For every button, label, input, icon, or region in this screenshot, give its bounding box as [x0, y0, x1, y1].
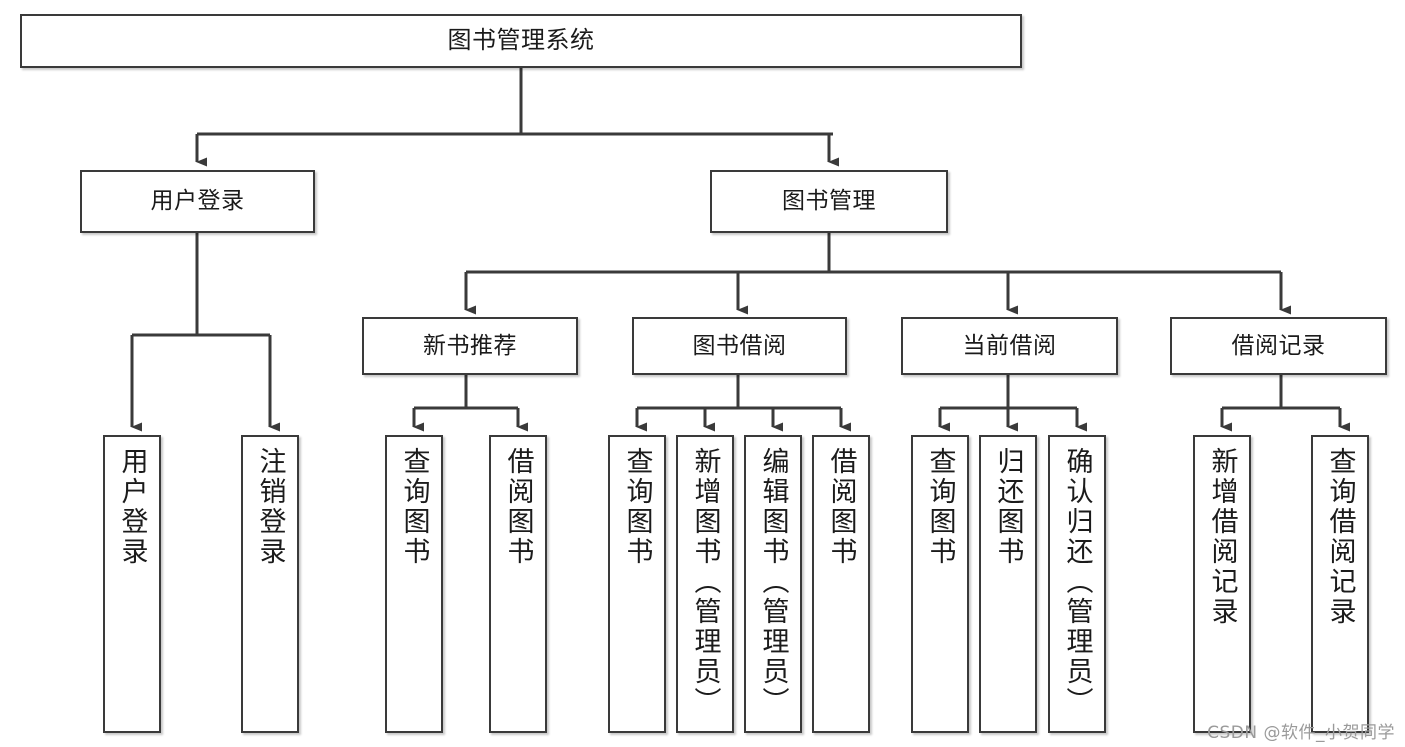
leaf-book-borrow-query-book[interactable]: 查询图书	[608, 435, 666, 733]
node-label: 当前借阅	[962, 332, 1057, 359]
node-label: 用户登录	[116, 447, 148, 567]
leaf-user-login-login[interactable]: 用户登录	[103, 435, 161, 733]
node-book-management[interactable]: 图书管理	[710, 170, 948, 233]
node-label: 借阅图书	[502, 447, 534, 567]
node-new-book-recommend[interactable]: 新书推荐	[362, 317, 578, 375]
node-label: 查询图书	[924, 447, 956, 567]
node-label: 查询借阅记录	[1324, 447, 1356, 627]
leaf-new-book-borrow-book[interactable]: 借阅图书	[489, 435, 547, 733]
node-user-login[interactable]: 用户登录	[80, 170, 315, 233]
node-label: 新书推荐	[423, 332, 517, 359]
leaf-current-borrow-return-book[interactable]: 归还图书	[979, 435, 1037, 733]
leaf-book-borrow-edit-book-admin[interactable]: 编辑图书（管理员）	[744, 435, 802, 733]
csdn-watermark: CSDN @软件_小贺同学	[1207, 723, 1395, 743]
node-label: 注销登录	[254, 447, 286, 567]
node-label: 借阅记录	[1231, 332, 1326, 359]
leaf-new-book-query-book[interactable]: 查询图书	[385, 435, 443, 733]
leaf-borrow-record-add-record[interactable]: 新增借阅记录	[1193, 435, 1251, 733]
node-label: 确认归还（管理员）	[1061, 447, 1093, 717]
leaf-borrow-record-query-record[interactable]: 查询借阅记录	[1311, 435, 1369, 733]
node-label: 借阅图书	[825, 447, 857, 567]
leaf-user-login-logout[interactable]: 注销登录	[241, 435, 299, 733]
leaf-book-borrow-borrow-book[interactable]: 借阅图书	[812, 435, 870, 733]
node-label: 查询图书	[621, 447, 653, 567]
node-label: 归还图书	[992, 447, 1024, 567]
node-borrow-record[interactable]: 借阅记录	[1170, 317, 1387, 375]
node-label: 编辑图书（管理员）	[757, 447, 789, 717]
node-root-book-management-system[interactable]: 图书管理系统	[20, 14, 1022, 68]
node-label: 新增借阅记录	[1206, 447, 1238, 627]
node-label: 图书管理系统	[447, 26, 595, 55]
node-label: 图书借阅	[692, 332, 787, 359]
node-label: 新增图书（管理员）	[689, 447, 721, 717]
leaf-book-borrow-add-book-admin[interactable]: 新增图书（管理员）	[676, 435, 734, 733]
node-label: 图书管理	[782, 188, 876, 215]
node-label: 查询图书	[398, 447, 430, 567]
leaf-current-borrow-confirm-return-admin[interactable]: 确认归还（管理员）	[1048, 435, 1106, 733]
node-book-borrow[interactable]: 图书借阅	[632, 317, 847, 375]
leaf-current-borrow-query-book[interactable]: 查询图书	[911, 435, 969, 733]
node-label: 用户登录	[150, 188, 245, 215]
node-current-borrow[interactable]: 当前借阅	[901, 317, 1118, 375]
